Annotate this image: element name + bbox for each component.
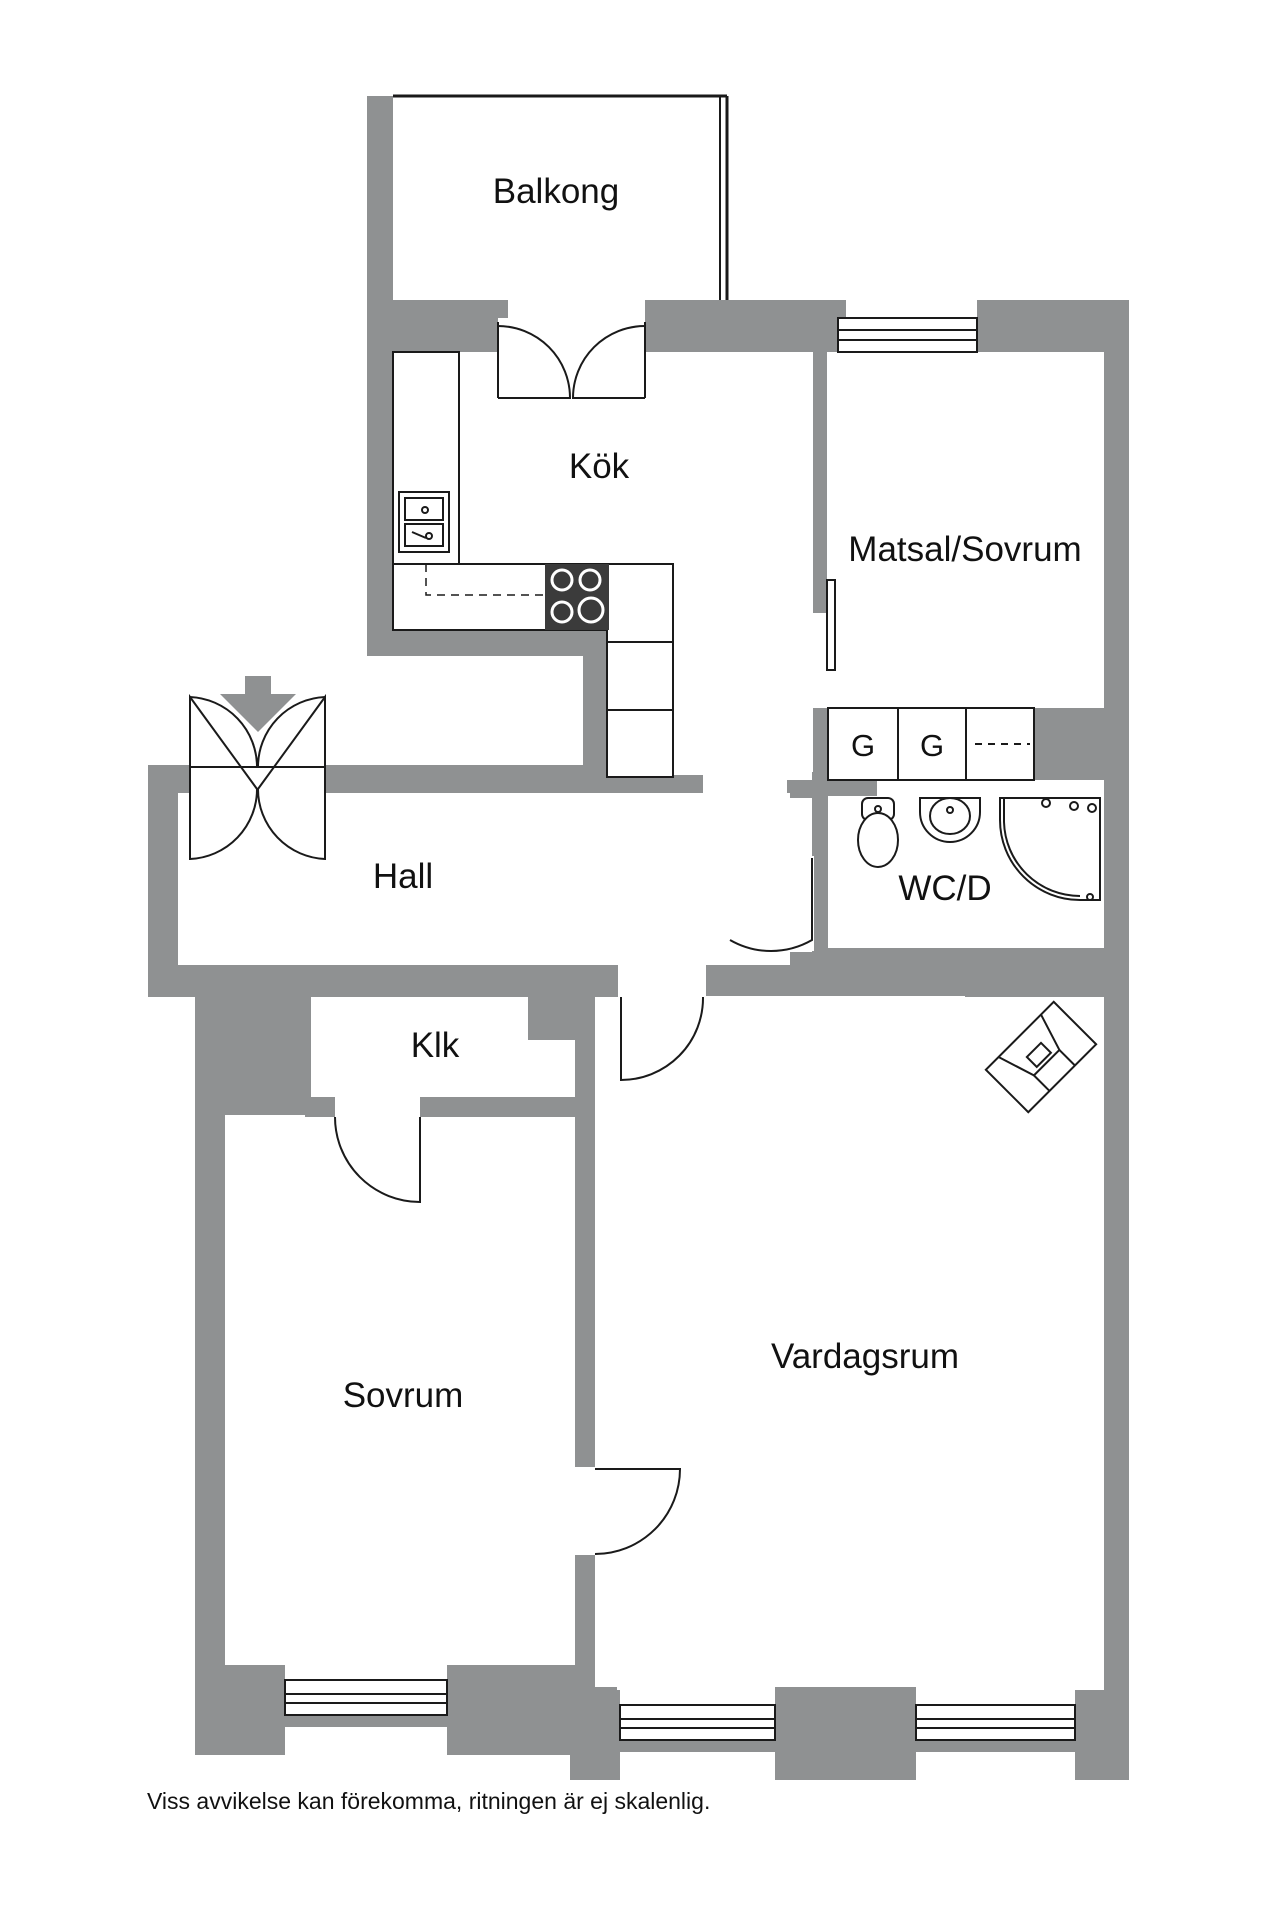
living-room-window-left (619, 1704, 776, 1741)
disclaimer-text: Viss avvikelse kan förekomma, ritningen … (147, 1788, 711, 1814)
bathroom-door[interactable] (729, 856, 814, 952)
toilet-icon (857, 797, 899, 868)
wardrobe-label-1: G (851, 728, 875, 763)
entrance-arrow-icon (220, 676, 296, 732)
bedroom-window (284, 1679, 448, 1716)
room-label-hall: Hall (373, 857, 433, 896)
living-room-door[interactable] (618, 965, 705, 1082)
bedroom-door[interactable] (575, 1467, 682, 1555)
room-label-balcony: Balkong (493, 172, 619, 211)
living-room: Vardagsrum (771, 1337, 959, 1376)
shower-icon (999, 797, 1101, 901)
room-floors (178, 352, 1104, 1715)
hall: Hall (373, 857, 433, 896)
bathroom: WC/D (857, 797, 1101, 908)
balcony-door[interactable] (497, 318, 646, 399)
living-room-window-right (915, 1704, 1076, 1741)
room-label-bedroom: Sovrum (343, 1376, 464, 1415)
washbasin-icon (919, 797, 981, 843)
closet-door[interactable] (334, 1097, 421, 1204)
entrance-door[interactable] (189, 693, 326, 861)
room-label-kitchen: Kök (569, 447, 630, 486)
sliding-door[interactable] (826, 579, 836, 671)
closet: Klk (411, 1026, 460, 1065)
fireplace-icon (984, 1000, 1098, 1114)
room-label-bathroom: WC/D (898, 869, 991, 908)
dining-window (837, 317, 978, 353)
room-label-dining-bedroom: Matsal/Sovrum (848, 530, 1081, 569)
wardrobe-label-2: G (920, 728, 944, 763)
kitchen: Kök (392, 351, 674, 778)
wardrobes (827, 707, 1035, 781)
balcony: Balkong (393, 94, 729, 300)
room-label-living-room: Vardagsrum (771, 1337, 959, 1376)
stove-icon (545, 564, 609, 630)
bedroom: Sovrum (343, 1376, 464, 1415)
room-label-closet: Klk (411, 1026, 460, 1065)
sink-icon (398, 491, 450, 553)
walls (148, 96, 1129, 1780)
dining-bedroom: Matsal/Sovrum (848, 530, 1081, 569)
